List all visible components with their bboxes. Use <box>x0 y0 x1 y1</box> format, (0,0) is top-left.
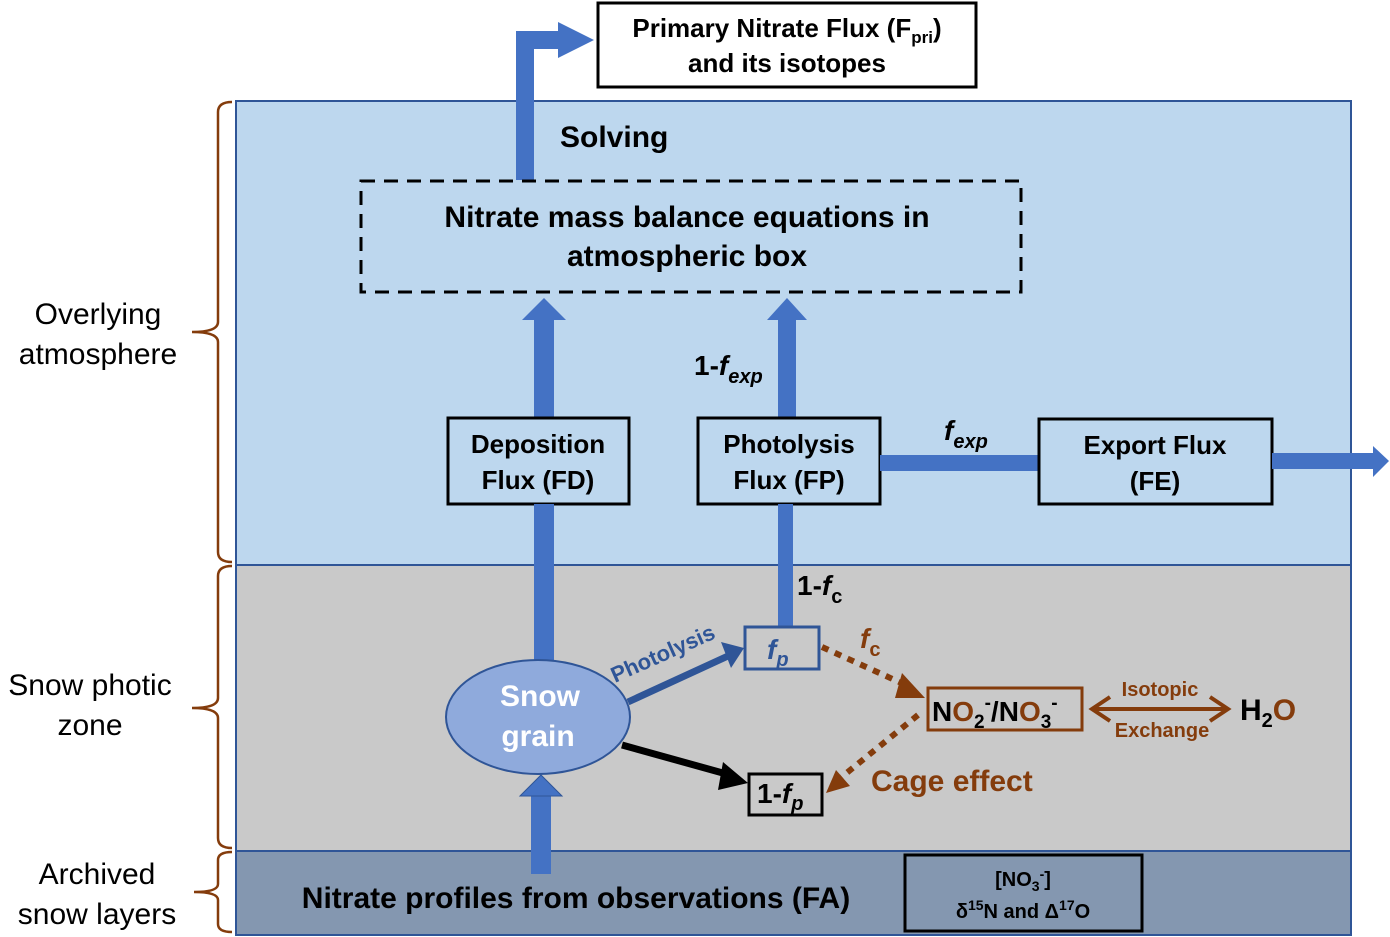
deposition-flux-box <box>446 416 631 506</box>
archived-snow-zone <box>235 850 1352 936</box>
deposition-line1: Deposition <box>471 429 605 459</box>
isotopic-exchange-right-head <box>1208 695 1232 723</box>
fp-box <box>743 625 821 671</box>
photolysis-up-head <box>767 298 807 320</box>
deposition-line2: Flux (FD) <box>482 465 595 495</box>
cage-effect-label: Cage effect <box>871 765 1033 798</box>
photolysis-stem <box>778 504 793 626</box>
deposition-stem <box>534 504 554 674</box>
archive-up-head <box>518 774 564 797</box>
fc-dotted-arrow <box>820 644 910 689</box>
cage-effect-arrow-head <box>826 770 850 793</box>
photolysis-flux-box <box>696 416 882 506</box>
primary-flux-line1: Primary Nitrate Flux (Fpri) <box>632 13 941 47</box>
brace-archive <box>193 850 233 934</box>
photolysis-line1: Photolysis <box>723 429 854 459</box>
export-flux-box <box>1037 417 1274 506</box>
arrow-head-primary <box>558 22 594 58</box>
photolysis-arrow-line <box>626 652 730 706</box>
nox-label: NO2-/NO3- <box>932 693 1058 733</box>
non-photolysis-arrow-line <box>621 741 731 779</box>
observation-box <box>903 853 1144 933</box>
primary-flux-line2: and its isotopes <box>688 48 886 78</box>
solving-label: Solving <box>560 121 668 154</box>
observation-line1: [NO3-] <box>995 866 1051 894</box>
one-minus-fexp-label: 1-fexp <box>694 350 763 388</box>
fc-label: fc <box>860 623 880 661</box>
mass-balance-line2: atmospheric box <box>567 240 807 273</box>
exchange-label: Exchange <box>1115 720 1209 742</box>
cage-effect-dotted-arrow <box>836 712 920 783</box>
zone-label-atmosphere-1: Overlying <box>35 298 162 331</box>
isotopic-exchange-left-head <box>1088 695 1112 723</box>
fc-arrow-head <box>895 673 925 698</box>
zone-label-archive-1: Archived <box>39 858 156 891</box>
snow-grain-line1: Snow <box>500 680 581 713</box>
one-minus-fp-box <box>747 772 824 817</box>
export-out-head <box>1373 446 1389 477</box>
primary-flux-box <box>596 1 978 89</box>
snow-grain <box>445 659 631 775</box>
water-label: H2O <box>1240 694 1296 732</box>
export-line2: (FE) <box>1130 466 1181 496</box>
fp-label: fp <box>767 634 789 671</box>
photolysis-line2: Flux (FP) <box>733 465 844 495</box>
zone-label-atmosphere-2: atmosphere <box>19 338 177 371</box>
one-minus-fp-label: 1-fp <box>757 778 803 815</box>
archive-text: Nitrate profiles from observations (FA) <box>302 882 850 915</box>
export-out-shaft <box>1272 453 1374 469</box>
observation-line2: δ15N and Δ17O <box>956 897 1090 923</box>
deposition-up-head <box>522 298 566 320</box>
one-minus-fc-label: 1-fc <box>797 570 842 608</box>
fexp-label: fexp <box>944 415 988 453</box>
deposition-up-shaft <box>534 318 554 418</box>
arrow-to-primary-flux <box>516 31 560 180</box>
snow-grain-line2: grain <box>501 720 574 753</box>
photolysis-up-shaft <box>778 318 796 418</box>
archive-up-shaft <box>531 794 551 874</box>
nox-box <box>926 686 1084 732</box>
zone-label-snow-2: zone <box>57 709 122 742</box>
brace-snow-photic <box>191 564 233 850</box>
fexp-connector <box>880 455 1038 471</box>
zone-label-snow-1: Snow photic <box>8 669 171 702</box>
isotopic-label: Isotopic <box>1122 679 1199 701</box>
mass-balance-box <box>359 179 1023 294</box>
photolysis-arrow-head <box>721 642 744 668</box>
mass-balance-line1: Nitrate mass balance equations in <box>444 201 929 234</box>
non-photolysis-arrow-head <box>718 762 748 790</box>
zone-label-archive-2: snow layers <box>18 898 176 931</box>
brace-atmosphere <box>191 100 233 564</box>
export-line1: Export Flux <box>1083 430 1227 460</box>
